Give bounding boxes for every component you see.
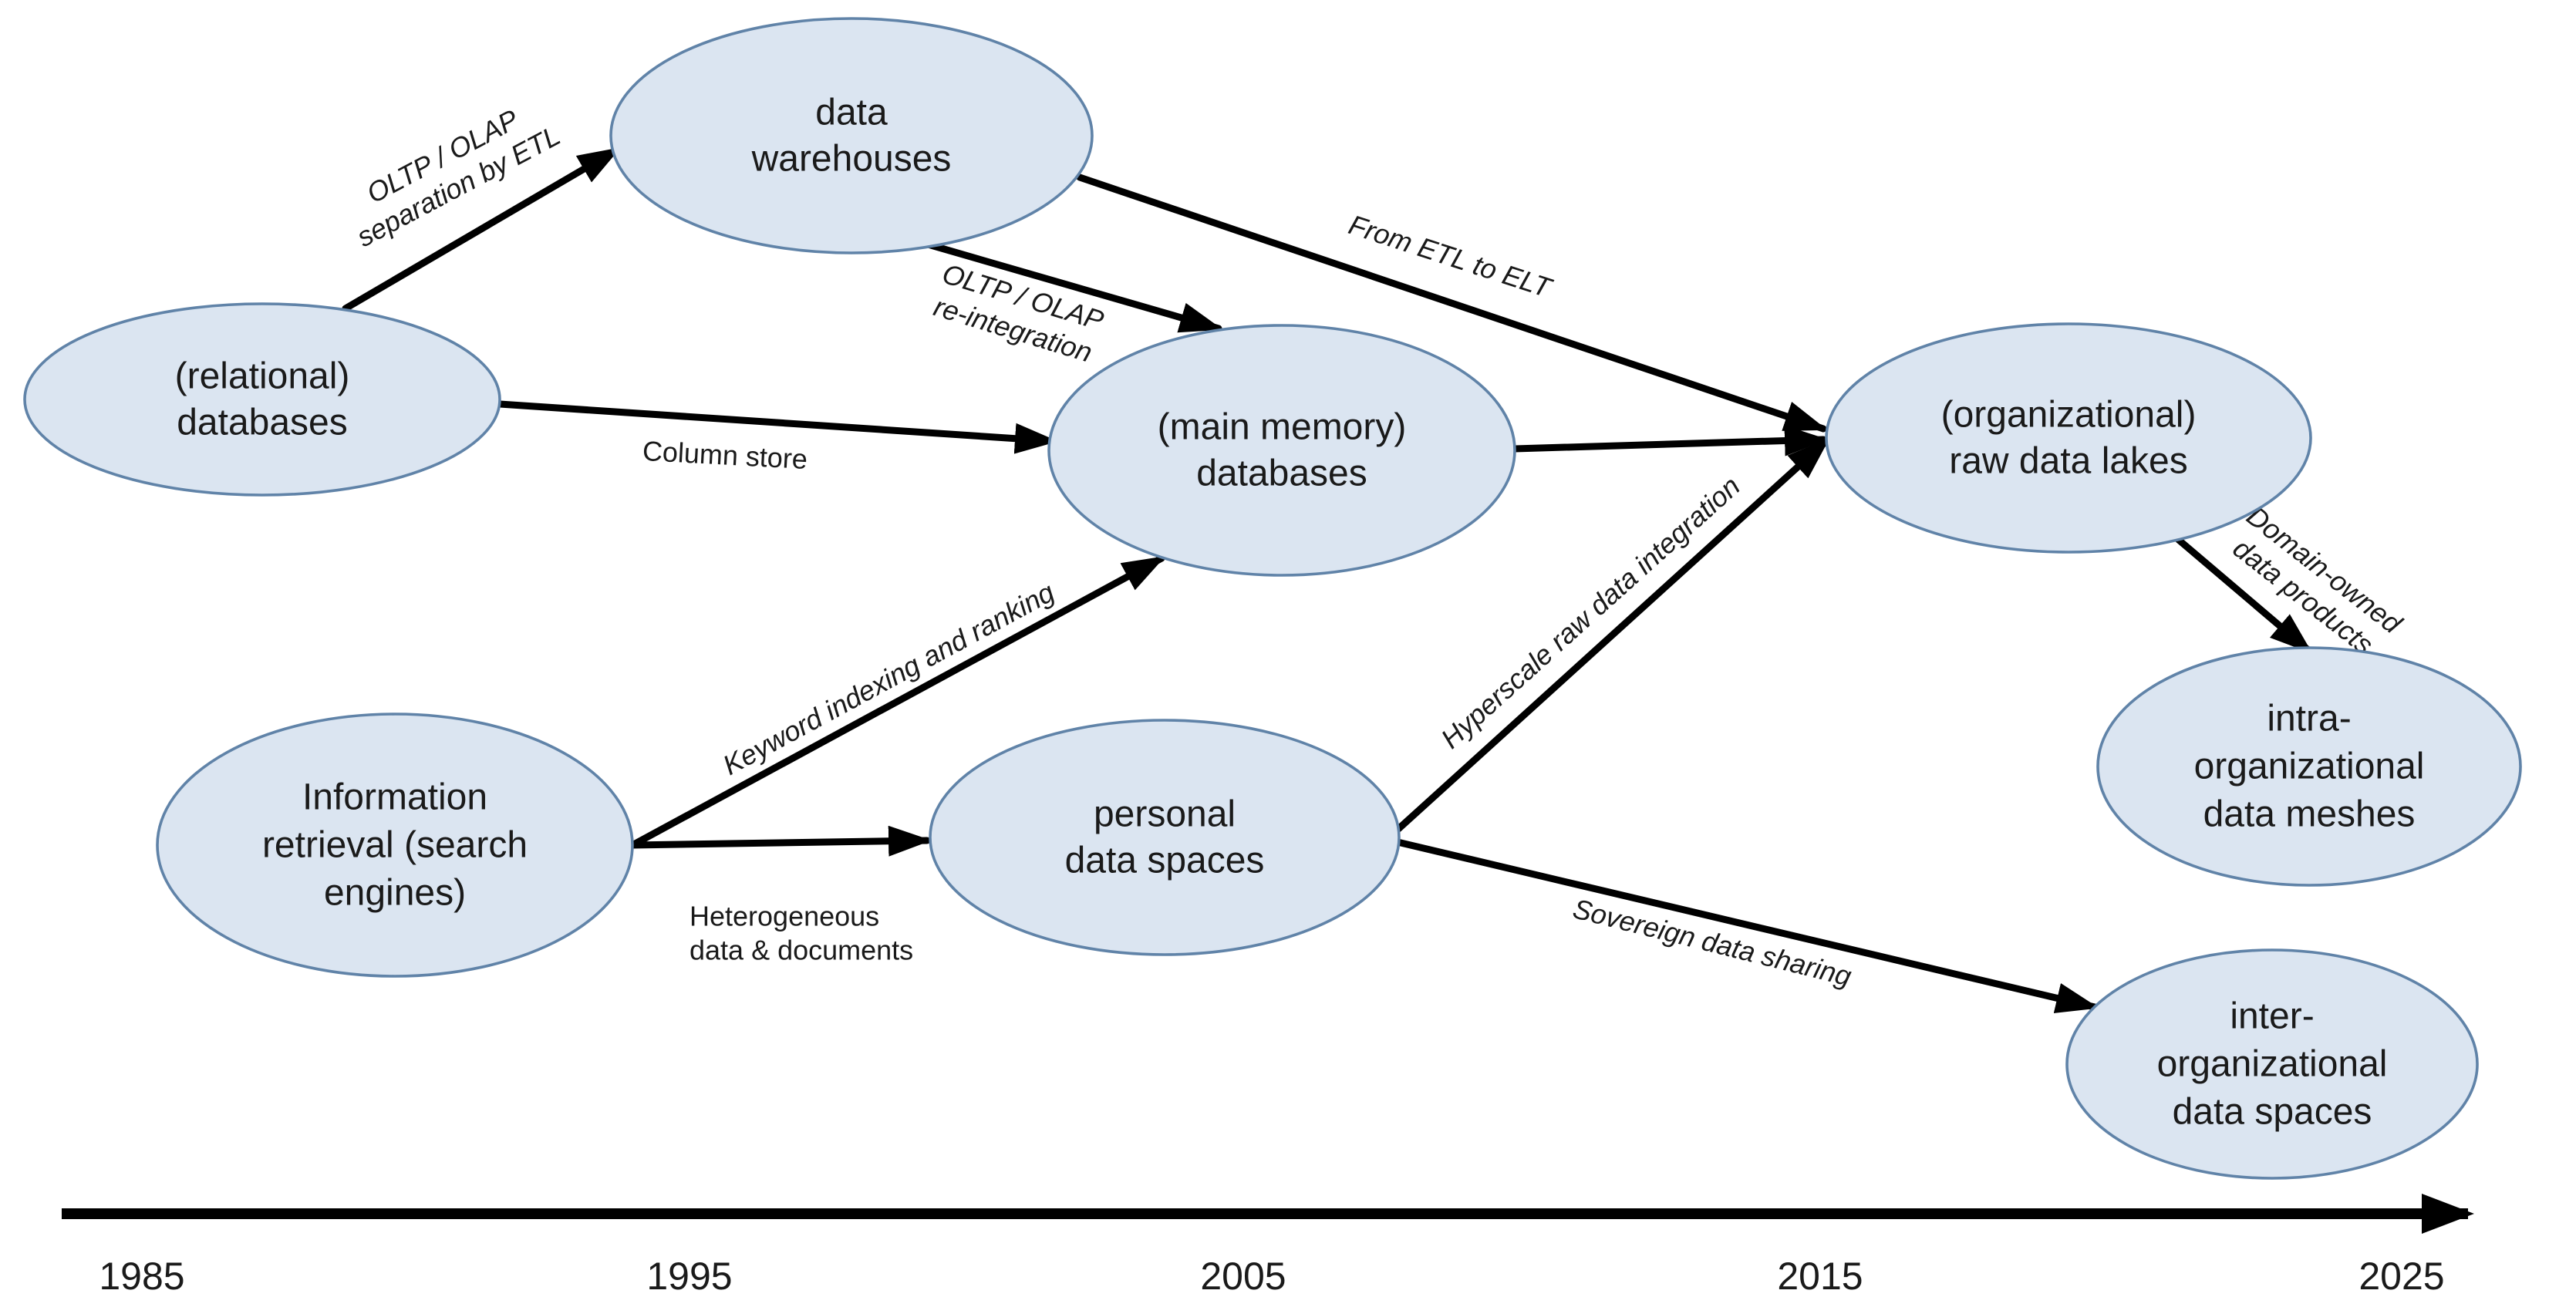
node-main-memory-databases: (main memory)databases: [1047, 324, 1516, 577]
edge-label-oltp-olap-separation-by-etl: OLTP / OLAPseparation by ETL: [335, 89, 565, 253]
edge-arrow-keyword-indexing-and-ranking: [629, 554, 1166, 849]
timeline-year-2005: 2005: [1200, 1255, 1286, 1297]
edge-arrow-from-etl-to-elt: [1076, 173, 1828, 433]
node-ellipse-intra-organizational-data-meshes: [2096, 646, 2522, 887]
timeline-year-2025: 2025: [2359, 1255, 2444, 1297]
timeline-year-1995: 1995: [646, 1255, 732, 1297]
edge-sovereign-data-sharing: Sovereign data sharing: [1394, 838, 2099, 1013]
edge-arrow-sovereign-data-sharing: [1394, 838, 2099, 1013]
edge-main-memory-to-lakes: [1511, 425, 1828, 456]
node-organizational-raw-data-lakes: (organizational)raw data lakes: [1825, 322, 2312, 554]
node-ellipse-organizational-raw-data-lakes: [1825, 322, 2312, 554]
node-label-relational-databases: (relational)databases: [175, 356, 350, 443]
edge-oltp-olap-separation-by-etl: OLTP / OLAPseparation by ETL: [335, 89, 622, 312]
edge-arrow-column-store: [496, 400, 1058, 454]
edge-label-oltp-olap-re-integration: OLTP / OLAPre-integration: [929, 258, 1107, 369]
edge-arrow-oltp-olap-re-integration: [922, 240, 1223, 333]
edge-column-store: Column store: [496, 400, 1058, 475]
edge-arrow-main-memory-to-lakes: [1511, 425, 1828, 456]
timeline-year-1985: 1985: [99, 1255, 184, 1297]
node-ellipse-data-warehouses: [609, 17, 1094, 254]
timeline-year-2015: 2015: [1777, 1255, 1863, 1297]
edge-arrow-oltp-olap-separation-by-etl: [342, 146, 622, 312]
node-ellipse-inter-organizational-data-spaces: [2065, 948, 2479, 1180]
node-ellipse-personal-data-spaces: [929, 719, 1401, 956]
node-ellipse-main-memory-databases: [1047, 324, 1516, 577]
node-label-organizational-raw-data-lakes: (organizational)raw data lakes: [1941, 395, 2197, 482]
edge-arrow-heterogeneous-data-documents: [629, 825, 932, 857]
node-label-main-memory-databases: (main memory)databases: [1158, 407, 1407, 494]
edge-arrow-domain-owned-data-products: [2171, 533, 2313, 655]
node-ellipse-relational-databases: [23, 302, 501, 497]
edge-label-domain-owned-data-products: Domain-owneddata products: [2220, 500, 2408, 667]
edge-arrow-hyperscale-raw-data-integration: [1394, 437, 1830, 834]
edge-label-from-etl-to-elt: From ETL to ELT: [1345, 208, 1557, 304]
timeline-layer: 1985 1995 2005 2015 2025: [62, 1194, 2474, 1297]
node-relational-databases: (relational)databases: [23, 302, 501, 497]
edge-label-column-store: Column store: [642, 435, 808, 475]
node-ellipse-information-retrieval: [156, 713, 634, 978]
